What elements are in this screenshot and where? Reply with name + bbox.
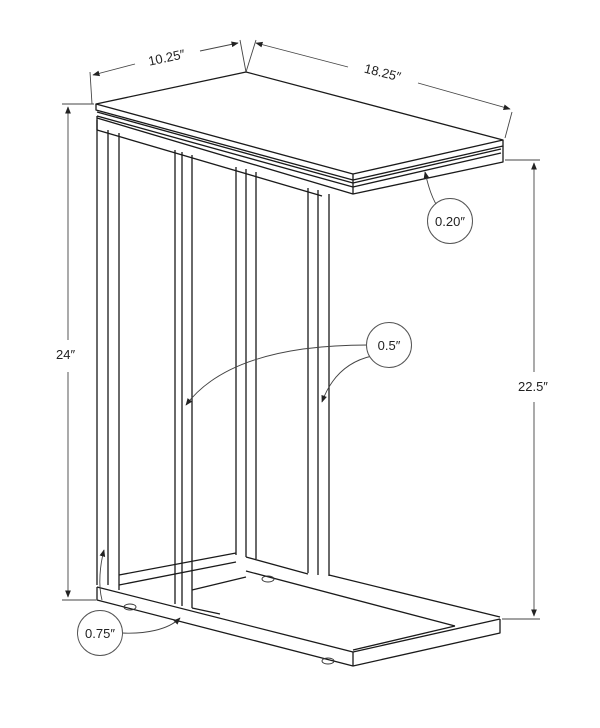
- overall-height-label: 24″: [56, 347, 76, 362]
- frame-top-rail: [96, 120, 323, 197]
- base-height-leader-up: [99, 549, 106, 601]
- base-tube-height-callout: 0.75″: [77, 610, 123, 656]
- table-top: [95, 71, 504, 195]
- tube-width-leader-left: [185, 344, 369, 406]
- clearance-height-dimension-line: [502, 159, 540, 620]
- overall-height-dimension-line: [62, 103, 96, 601]
- tube-width-leader-right: [321, 355, 373, 403]
- frame-front-right-post: [174, 150, 193, 608]
- top-thickness-callout: 0.20″: [427, 198, 473, 244]
- length-dimension-line: [245, 39, 513, 139]
- clearance-height-label: 22.5″: [518, 379, 548, 394]
- frame-back-right-post: [307, 188, 330, 576]
- base-height-leader-right: [121, 617, 181, 634]
- width-dimension-line: [89, 39, 247, 105]
- frame-base: [96, 552, 501, 667]
- tube-width-callout: 0.5″: [366, 322, 412, 368]
- frame-front-left-post: [96, 116, 120, 590]
